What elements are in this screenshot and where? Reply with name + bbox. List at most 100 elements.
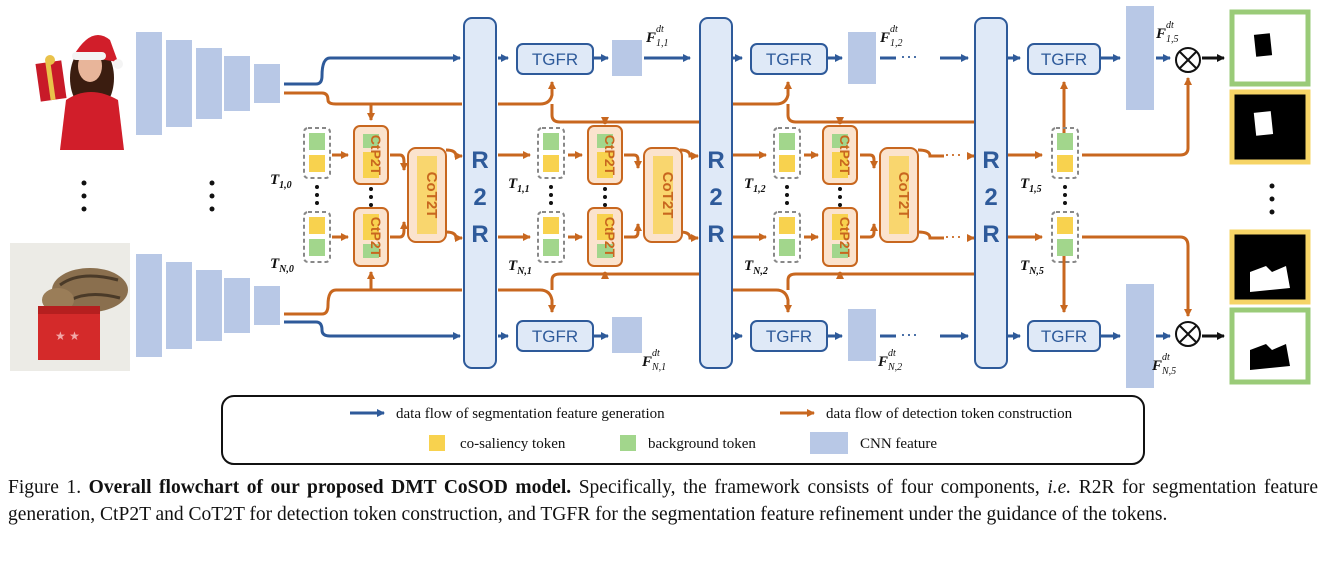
svg-text:R: R [471, 221, 488, 248]
svg-text:R: R [707, 147, 724, 174]
svg-text:CtP2T: CtP2T [602, 217, 618, 258]
svg-text:TGFR: TGFR [766, 50, 812, 69]
svg-text:···: ··· [944, 226, 962, 246]
cot2t-3: CoT2T [879, 147, 919, 243]
flow-orange-top-1 [284, 91, 462, 106]
svg-text:CtP2T: CtP2T [602, 135, 618, 176]
tgfr-modules: TGFR TGFR TGFR TGFR TGFR TGFR [516, 43, 1101, 352]
cnn-encoder-top [136, 32, 280, 135]
r2r-letter: R [471, 147, 488, 174]
svg-text:F: F [1155, 26, 1166, 42]
svg-text:···: ··· [900, 46, 918, 66]
legend-cnn-label: CNN feature [860, 436, 937, 452]
svg-text:2: 2 [473, 184, 486, 211]
svg-text:TN,0: TN,0 [270, 256, 294, 275]
input-image-bottom: ★ ★ [10, 243, 130, 371]
svg-text:···: ··· [944, 144, 962, 164]
svg-text:dt: dt [1166, 20, 1174, 31]
multiply-node-top [1175, 47, 1201, 73]
svg-text:TN,2: TN,2 [744, 258, 768, 277]
cot2t-modules: CoT2T CoT2T CoT2T [407, 147, 919, 243]
token-pair-1-1 [537, 127, 565, 179]
svg-text:dt: dt [888, 348, 896, 359]
svg-text:1,2: 1,2 [890, 38, 903, 49]
svg-text:1,5: 1,5 [1166, 34, 1179, 45]
image-ellipsis [81, 180, 1275, 215]
tgfr-bottom-1: TGFR [516, 320, 594, 352]
legend: data flow of segmentation feature genera… [221, 395, 1145, 465]
token-groups [303, 127, 1079, 263]
flow-orange-bottom-1 [284, 288, 462, 316]
legend-co-saliency-swatch [429, 435, 445, 451]
tgfr-top-3: TGFR [1027, 43, 1101, 75]
ctp2t-n-0: CtP2T [353, 207, 389, 267]
tgfr-top-2: TGFR [750, 43, 828, 75]
svg-text:···: ··· [900, 324, 918, 344]
tgfr-top-1: TGFR [516, 43, 594, 75]
svg-text:N,2: N,2 [887, 362, 902, 373]
refined-features [612, 6, 1154, 388]
token-pair-n-1 [537, 211, 565, 263]
svg-text:2: 2 [709, 184, 722, 211]
token-pair-1-5 [1051, 127, 1079, 179]
svg-text:CoT2T: CoT2T [423, 172, 440, 219]
legend-blue-label: data flow of segmentation feature genera… [396, 406, 665, 422]
cnn-encoder-bottom [136, 254, 280, 357]
tgfr-bottom-2: TGFR [750, 320, 828, 352]
svg-text:dt: dt [890, 24, 898, 35]
legend-background-label: background token [648, 436, 756, 452]
r2r-module-2: R 2 R [699, 17, 733, 369]
r2r-module-1: R 2 R [463, 17, 497, 369]
ctp2t-1-2: CtP2T [822, 125, 858, 185]
feature-labels: F dt 1,1 F dt 1,2 F dt 1,5 F dt N,1 F dt… [641, 20, 1179, 377]
svg-text:R: R [982, 147, 999, 174]
svg-text:CtP2T: CtP2T [368, 135, 384, 176]
output-mask-bottom-1 [1229, 229, 1311, 305]
caption-ie: i.e. [1047, 477, 1072, 498]
token-pair-n-5 [1051, 211, 1079, 263]
svg-text:TGFR: TGFR [1041, 50, 1087, 69]
token-pair-n-2 [773, 211, 801, 263]
svg-text:N,1: N,1 [651, 362, 666, 373]
output-mask-top-1 [1229, 9, 1311, 87]
stage-ellipsis: ··· ··· ··· ··· [900, 46, 962, 344]
token-labels: T1,0 TN,0 T1,1 TN,1 T1,2 TN,2 T1,5 TN,5 [270, 172, 1044, 277]
legend-co-saliency-label: co-saliency token [460, 436, 566, 452]
input-image-top [30, 25, 130, 150]
svg-text:★ ★: ★ ★ [55, 329, 80, 343]
legend-cnn-swatch [810, 432, 848, 454]
flow-encoder-to-r2r-top [284, 54, 461, 86]
ctp2t-n-1: CtP2T [587, 207, 623, 267]
caption-body-1: Specifically, the framework consists of … [571, 477, 1048, 498]
svg-text:F: F [645, 30, 656, 46]
svg-text:CtP2T: CtP2T [837, 135, 853, 176]
svg-text:dt: dt [1162, 352, 1170, 363]
dmt-cosod-flowchart: ★ ★ [10, 6, 1311, 465]
output-mask-bottom-2 [1229, 307, 1311, 385]
svg-text:CoT2T: CoT2T [895, 172, 912, 219]
ctp2t-1-1: CtP2T [587, 125, 623, 185]
ctp2t-n-2: CtP2T [822, 207, 858, 267]
svg-text:T1,2: T1,2 [744, 176, 766, 195]
svg-text:2: 2 [984, 184, 997, 211]
svg-text:dt: dt [652, 348, 660, 359]
caption-figure-label: Figure 1. [8, 477, 82, 498]
svg-text:TN,5: TN,5 [1020, 258, 1044, 277]
figure-caption: Figure 1. Overall flowchart of our propo… [8, 474, 1318, 528]
flow-encoder-to-r2r-bottom [284, 320, 461, 340]
svg-text:CtP2T: CtP2T [837, 217, 853, 258]
svg-text:1,1: 1,1 [656, 38, 669, 49]
r2r-module-3: R 2 R [974, 17, 1008, 369]
caption-body-2: R2R for segmentation feature generation,… [8, 477, 1318, 525]
svg-text:CoT2T: CoT2T [659, 172, 676, 219]
svg-text:F: F [641, 354, 652, 370]
token-pair-1-0 [303, 127, 331, 179]
token-pair-n-0 [303, 211, 331, 263]
cot2t-1: CoT2T [407, 147, 447, 243]
svg-text:TGFR: TGFR [532, 327, 578, 346]
svg-text:CtP2T: CtP2T [368, 217, 384, 258]
svg-text:T1,0: T1,0 [270, 172, 292, 191]
svg-text:TGFR: TGFR [766, 327, 812, 346]
token-pair-1-2 [773, 127, 801, 179]
cot2t-2: CoT2T [643, 147, 683, 243]
